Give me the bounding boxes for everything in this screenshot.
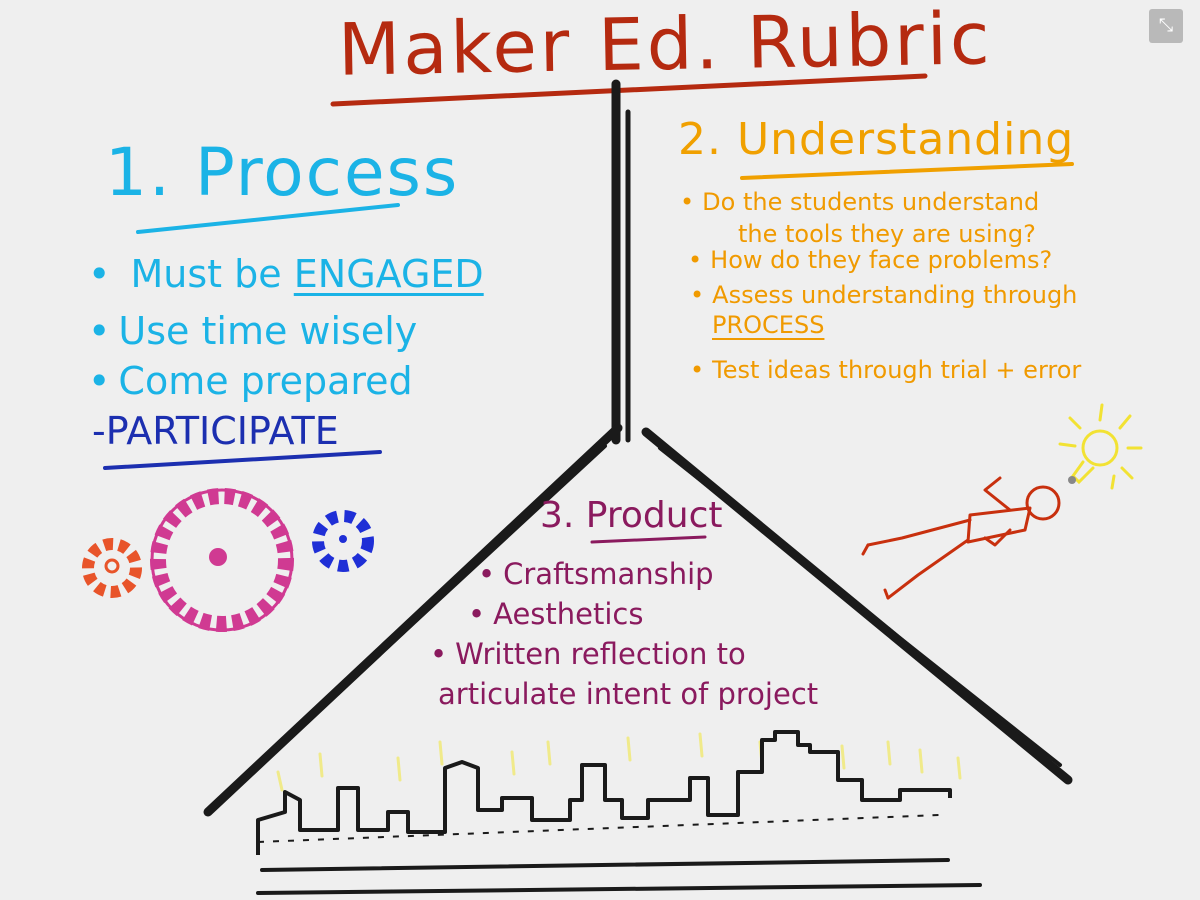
understanding-item-label: Test ideas through trial + error (712, 356, 1082, 384)
page-title: Maker Ed. Rubric (337, 0, 994, 92)
product-item-label: Written reflection to (455, 637, 746, 671)
process-item-time: Use time wisely (88, 312, 417, 350)
product-item-craftsmanship: Craftsmanship (478, 557, 714, 591)
understanding-item-problems: How do they face problems? (688, 248, 1052, 272)
product-item-label: Craftsmanship (503, 557, 714, 591)
understanding-item-tools-continued: the tools they are using? (738, 220, 1036, 248)
participate-underline (103, 450, 382, 470)
understanding-underline (740, 162, 1074, 180)
process-item-must-be-engaged: Must be ENGAGED (88, 255, 484, 293)
product-heading: 3. Product (540, 495, 723, 536)
collapse-arrows-icon: ⤡ (1158, 15, 1174, 36)
product-item-aesthetics: Aesthetics (468, 600, 643, 629)
process-item-label: Come prepared (118, 359, 413, 403)
divider-lines (203, 79, 1073, 817)
understanding-process-label: PROCESS (712, 311, 825, 339)
process-item-participate: -PARTICIPATE (92, 409, 339, 453)
process-underline (136, 203, 400, 234)
city-skyline-drawing (256, 730, 982, 895)
understanding-item-label: Assess understanding through (712, 281, 1078, 309)
process-item-label: Must be (130, 252, 282, 296)
product-item-reflection-continued: articulate intent of project (438, 677, 819, 711)
understanding-item-label: How do they face problems? (710, 246, 1053, 274)
gears-drawing (82, 488, 374, 632)
lightbulb-icon (1058, 403, 1143, 490)
process-engaged-label: ENGAGED (293, 252, 484, 296)
title-underline (330, 73, 928, 107)
collapse-button[interactable]: ⤡ (1149, 9, 1183, 43)
understanding-item-assess: Assess understanding through (690, 283, 1077, 307)
process-item-label: Use time wisely (118, 309, 418, 353)
understanding-item-label: Do the students understand (702, 188, 1040, 216)
process-heading: 1. Process (105, 134, 460, 211)
understanding-item-trial-error: Test ideas through trial + error (690, 358, 1081, 382)
understanding-heading: 2. Understanding (678, 114, 1075, 165)
understanding-item-tools: Do the students understand (680, 190, 1039, 214)
product-item-reflection: Written reflection to (430, 640, 746, 669)
person-lying-drawing (861, 476, 1061, 600)
process-item-prepared: Come prepared (88, 359, 413, 403)
product-underline (590, 535, 707, 544)
product-item-label: Aesthetics (493, 597, 644, 631)
